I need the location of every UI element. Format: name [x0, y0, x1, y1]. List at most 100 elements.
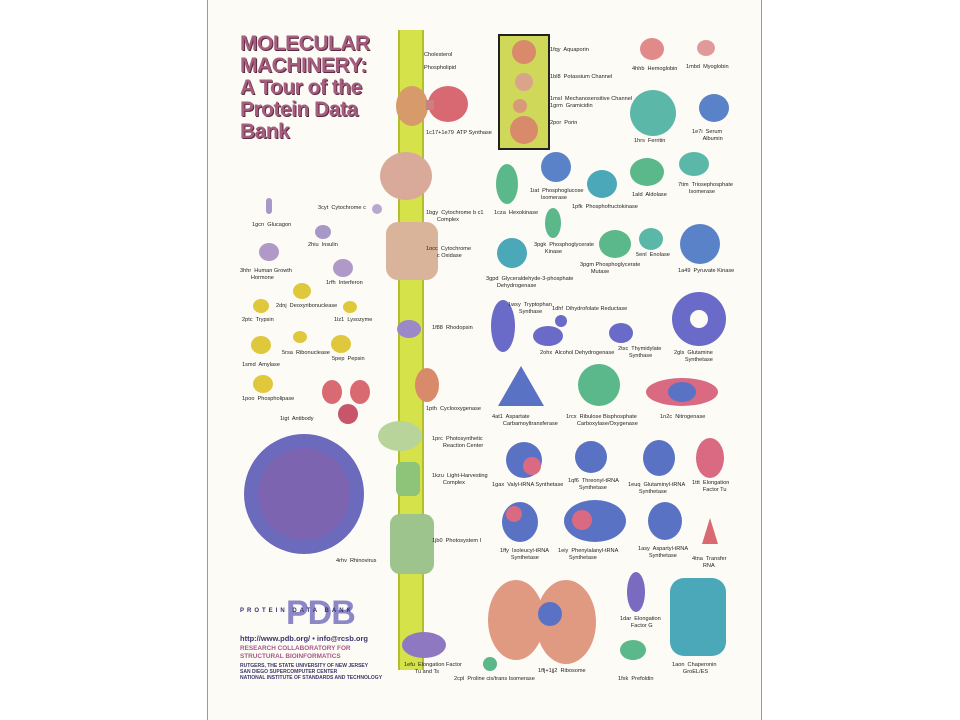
- label-efg: 1dar Elongation Factor G: [620, 616, 661, 629]
- label-light-harvesting: 1kzu Light-Harvesting Complex: [432, 473, 488, 486]
- label-threonyl-trna: 1qf6 Threonyl-tRNA Synthetase: [568, 478, 619, 491]
- cytochrome-bc1-graphic: [380, 152, 432, 200]
- cytochrome-oxidase-graphic: [386, 222, 438, 280]
- nitrogenase-graphic: [646, 378, 718, 406]
- label-aldolase: 1ald Aldolase: [632, 192, 667, 198]
- ferritin-graphic: [630, 90, 676, 136]
- aldolase-graphic: [630, 158, 664, 186]
- insulin-graphic: [315, 225, 331, 239]
- light-harvesting-graphic: [396, 462, 420, 496]
- label-rhodopsin: 1f88 Rhodopsin: [432, 325, 473, 331]
- label-antibody: 1igt Antibody: [280, 416, 314, 422]
- hexokinase-graphic: [496, 164, 518, 204]
- phospholipase-graphic: [253, 375, 273, 393]
- gapdh-graphic: [497, 238, 527, 268]
- label-tpi: 7tim Triosephosphate Isomerase: [678, 182, 734, 195]
- rhinovirus-graphic: [244, 434, 364, 554]
- label-photosystem: 1jb0 Photosystem I: [432, 538, 482, 544]
- myoglobin-graphic: [697, 40, 715, 56]
- prefoldin-graphic: [620, 640, 646, 660]
- label-eftu: 1ttt Elongation Factor Tu: [692, 480, 730, 493]
- atp-synthase-graphic: [396, 86, 468, 126]
- label-aquaporin: 1fqy Aquaporin: [550, 47, 589, 53]
- label-phospholipid: Phospholipid: [424, 65, 457, 71]
- lysozyme-graphic: [343, 301, 357, 313]
- label-hexokinase: 1cza Hexokinase: [494, 210, 539, 216]
- title-line: A Tour of the: [240, 76, 362, 99]
- label-pfk: 1pfk Phosphofructokinase: [572, 204, 638, 210]
- label-rhinovirus: 4rhv Rhinovirus: [336, 558, 377, 564]
- label-cytochrome-oxidase: 1occ Cytochrome c Oxidase: [426, 246, 472, 259]
- label-pyruvate-kinase: 1a49 Pyruvate Kinase: [678, 268, 735, 274]
- label-dnase: 2dnj Deoxyribonuclease: [276, 303, 338, 309]
- hgh-graphic: [259, 243, 279, 261]
- cpi-graphic: [483, 657, 497, 671]
- atcase-graphic: [498, 366, 544, 406]
- cyclooxygenase-graphic: [415, 368, 439, 402]
- label-nitrogenase: 1n2c Nitrogenase: [660, 414, 706, 420]
- glutaminyl-trna-graphic: [643, 440, 675, 476]
- label-rubisco: 1rcx Ribulose Bisphosphate Carboxylase/O…: [566, 414, 638, 427]
- label-reaction-center: 1prc Photosynthetic Reaction Center: [432, 436, 484, 449]
- label-cytochrome-bc1: 1bgy Cytochrome b c1 Complex: [426, 210, 484, 223]
- label-hemoglobin: 4hhb Hemoglobin: [632, 66, 678, 72]
- channel-inset: [498, 34, 550, 150]
- label-albumin: 1e7i Serum Albumin: [692, 129, 723, 142]
- glucagon-graphic: [266, 198, 272, 214]
- label-pgk: 3pgk Phosphoglycerate Kinase: [534, 242, 595, 255]
- label-pgm: 3pgm Phosphoglycerate Mutase: [580, 262, 641, 275]
- albumin-graphic: [699, 94, 729, 122]
- label-ribosome: 1ffj+1jj2 Ribosome: [538, 668, 586, 674]
- label-trypsin: 2ptc Trypsin: [242, 317, 274, 323]
- institution-line: SAN DIEGO SUPERCOMPUTER CENTER: [240, 669, 338, 676]
- label-pepsin: 5pep Pepsin: [332, 356, 365, 362]
- label-glutaminyl-trna: 1euq Glutaminyl-tRNA Synthetase: [628, 482, 686, 495]
- label-ferritin: 1hrs Ferritin: [634, 138, 666, 144]
- title-line: MOLECULAR: [240, 32, 370, 55]
- title-line: Protein Data: [240, 98, 358, 121]
- org-name: RESEARCH COLLABORATORY FOR STRUCTURAL BI…: [240, 645, 351, 660]
- label-hgh: 3hhr Human Growth Hormone: [240, 268, 292, 281]
- institution-line: NATIONAL INSTITUTE OF STANDARDS AND TECH…: [240, 675, 383, 682]
- poster: MOLECULAR MACHINERY: A Tour of the Prote…: [207, 0, 762, 720]
- label-phenylalanyl-trna: 1eiy Phenylalanyl-tRNA Synthetase: [558, 548, 619, 561]
- label-aspartyl-trna: 1asy Aspartyl-tRNA Synthetase: [638, 546, 689, 559]
- eftu-ts-graphic: [402, 632, 446, 658]
- label-rnase: 5rsa Ribonuclease: [282, 350, 330, 356]
- title-line: Bank: [240, 120, 290, 143]
- pdb-logo-sub: PROTEIN DATA BANK: [240, 608, 354, 614]
- trypsin-graphic: [253, 299, 269, 313]
- label-gapdh: 3gpd Glyceraldehyde-3-phosphate Dehydrog…: [486, 276, 574, 289]
- poster-title: MOLECULAR MACHINERY: A Tour of the Prote…: [240, 33, 390, 143]
- label-ts: 2tsc Thymidylate Synthase: [618, 346, 662, 359]
- rubisco-graphic: [578, 364, 620, 406]
- tryptophan-synthase-graphic: [491, 300, 515, 352]
- pgi-graphic: [541, 152, 571, 182]
- tpi-graphic: [679, 152, 709, 176]
- label-cyclooxygenase: 1pth Cyclooxygenase: [426, 406, 482, 412]
- efg-graphic: [627, 572, 645, 612]
- label-cholesterol: Cholesterol: [424, 52, 453, 58]
- label-eftu-ts: 1efu Elongation Factor Tu and Ts: [404, 662, 462, 675]
- rnase-graphic: [293, 331, 307, 343]
- glutamine-synthetase-graphic: [672, 292, 726, 346]
- adh-graphic: [533, 326, 563, 346]
- label-dhfr: 1dhf Dihydrofolate Reductase: [552, 306, 628, 312]
- pdb-logo: PDB PROTEIN DATA BANK: [240, 594, 390, 632]
- isoleucyl-trna-graphic: [502, 502, 538, 542]
- ribosome-graphic: [488, 580, 596, 664]
- label-cpi: 2cpl Proline cis/trans Isomerase: [454, 676, 535, 682]
- pfk-graphic: [587, 170, 617, 198]
- groel-graphic: [670, 578, 726, 656]
- label-valyl-trna: 1gax Valyl-tRNA Synthetase: [492, 482, 564, 488]
- cytochrome-c-graphic: [372, 204, 382, 214]
- dhfr-graphic: [555, 315, 567, 327]
- amylase-graphic: [251, 336, 271, 354]
- label-trna: 4tna Transfer RNA: [692, 556, 727, 569]
- photosystem-graphic: [390, 514, 434, 574]
- pgm-graphic: [599, 230, 631, 258]
- phenylalanyl-trna-graphic: [564, 500, 626, 542]
- label-phospholipase: 1poo Phospholipase: [242, 396, 295, 402]
- institution-line: RUTGERS, THE STATE UNIVERSITY OF NEW JER…: [240, 663, 369, 669]
- ts-graphic: [609, 323, 633, 343]
